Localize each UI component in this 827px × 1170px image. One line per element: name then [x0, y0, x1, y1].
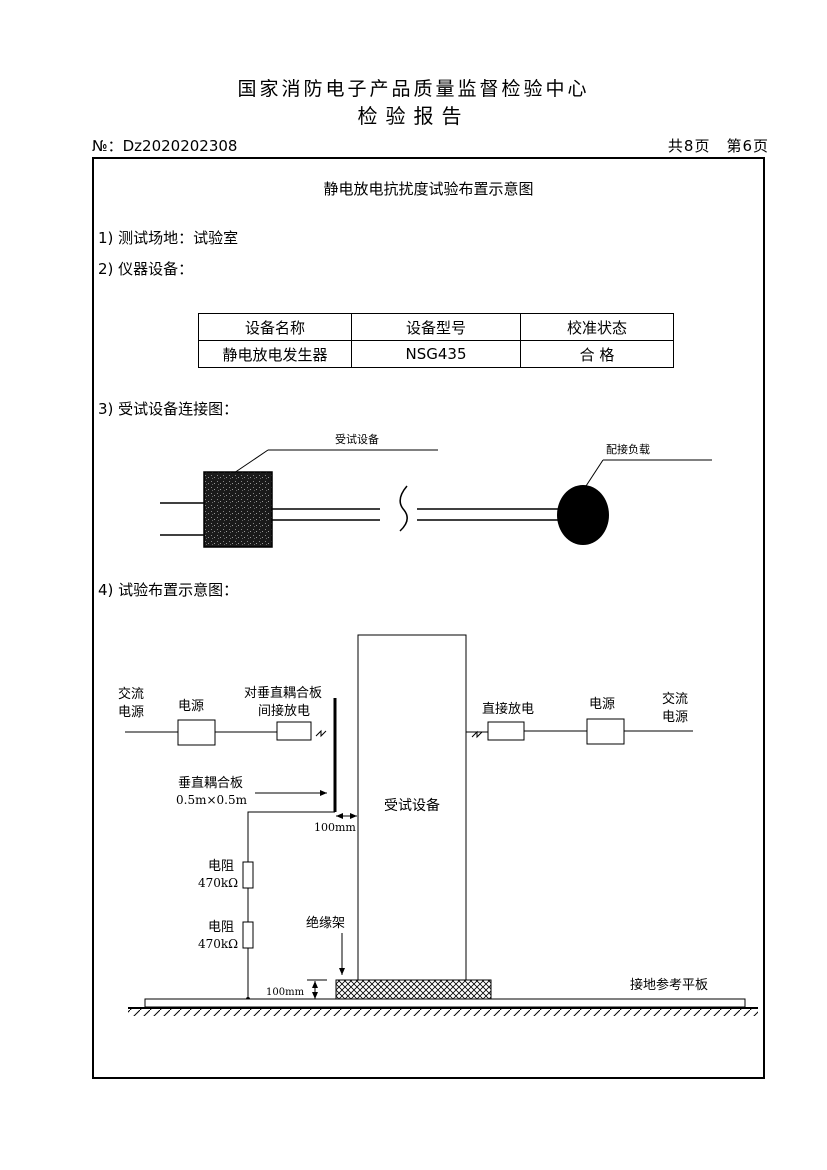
eut-label: 受试设备: [335, 432, 379, 446]
resistor-2: [242, 921, 254, 949]
ac-right-label: 交流: [662, 691, 688, 707]
vcp-discharge-label: 间接放电: [258, 703, 310, 719]
layout-diagram: 受试设备 交流 电源 电源 对垂直耦合板 间接放电 垂直耦合板 0.5m×0.5…: [118, 634, 758, 1016]
psu-left-box: [177, 719, 216, 746]
report-number: №：Dz2020202308: [92, 137, 238, 155]
earth-hatch: [128, 1008, 758, 1016]
table-header-row: 设备名称 设备型号 校准状态: [198, 313, 674, 341]
resistor-label: 电阻: [208, 859, 234, 874]
table-header-cell: 设备名称: [198, 313, 352, 341]
insulator-label: 绝缘架: [306, 915, 345, 931]
equipment-table: 设备名称 设备型号 校准状态 静电放电发生器 NSG435 合 格: [198, 313, 674, 368]
table-header-cell: 设备型号: [351, 313, 521, 341]
item-connection: 3) 受试设备连接图：: [98, 400, 239, 418]
table-cell: 静电放电发生器: [198, 340, 352, 368]
eut-box: [203, 471, 273, 548]
gap-100mm: 100mm: [314, 821, 356, 834]
item-site: 1) 测试场地：试验室: [98, 229, 239, 247]
ground-plane-label: 接地参考平板: [630, 977, 708, 993]
esd-gun-left: [276, 721, 312, 741]
resistor-value: 470kΩ: [198, 937, 238, 951]
spark-icon: [471, 730, 483, 739]
resistor-label: 电阻: [208, 920, 234, 935]
item-equipment: 2) 仪器设备：: [98, 260, 194, 278]
spark-icon: [315, 729, 327, 738]
ground-reference-plane: [144, 998, 746, 1008]
eut-text: 受试设备: [384, 797, 440, 814]
section-title: 静电放电抗扰度试验布置示意图: [323, 180, 534, 198]
org-title: 国家消防电子产品质量监督检验中心: [237, 78, 590, 100]
psu-left-label: 电源: [178, 699, 204, 714]
item-layout: 4) 试验布置示意图：: [98, 581, 239, 599]
ac-left-label: 交流: [118, 686, 144, 702]
height-100mm: 100mm: [266, 987, 305, 998]
resistor-value: 470kΩ: [198, 876, 238, 890]
content-frame: [92, 157, 765, 1079]
vcp-discharge-label: 对垂直耦合板: [244, 686, 322, 701]
direct-discharge-label: 直接放电: [482, 701, 534, 717]
vcp-size: 0.5m×0.5m: [176, 793, 248, 807]
connection-diagram: 受试设备 配接负载: [160, 432, 712, 548]
table-row: 静电放电发生器 NSG435 合 格: [198, 340, 674, 368]
table-header-cell: 校准状态: [520, 313, 674, 341]
esd-gun-right: [487, 721, 525, 741]
load-ball: [557, 485, 609, 545]
table-cell: 合 格: [520, 340, 674, 368]
eut-tall-box: [357, 634, 467, 981]
resistor-1: [242, 861, 254, 889]
load-label: 配接负载: [606, 442, 650, 456]
vcp-label: 垂直耦合板: [178, 776, 243, 791]
report-title: 检验报告: [357, 104, 470, 128]
cable-break-icon: [399, 485, 408, 532]
ac-left-label: 电源: [118, 705, 144, 720]
psu-right-box: [586, 718, 625, 745]
ac-right-label: 电源: [662, 710, 688, 725]
insulating-support: [335, 979, 492, 1001]
psu-right-label: 电源: [589, 697, 615, 712]
page-info: 共8页 第6页: [667, 137, 769, 155]
